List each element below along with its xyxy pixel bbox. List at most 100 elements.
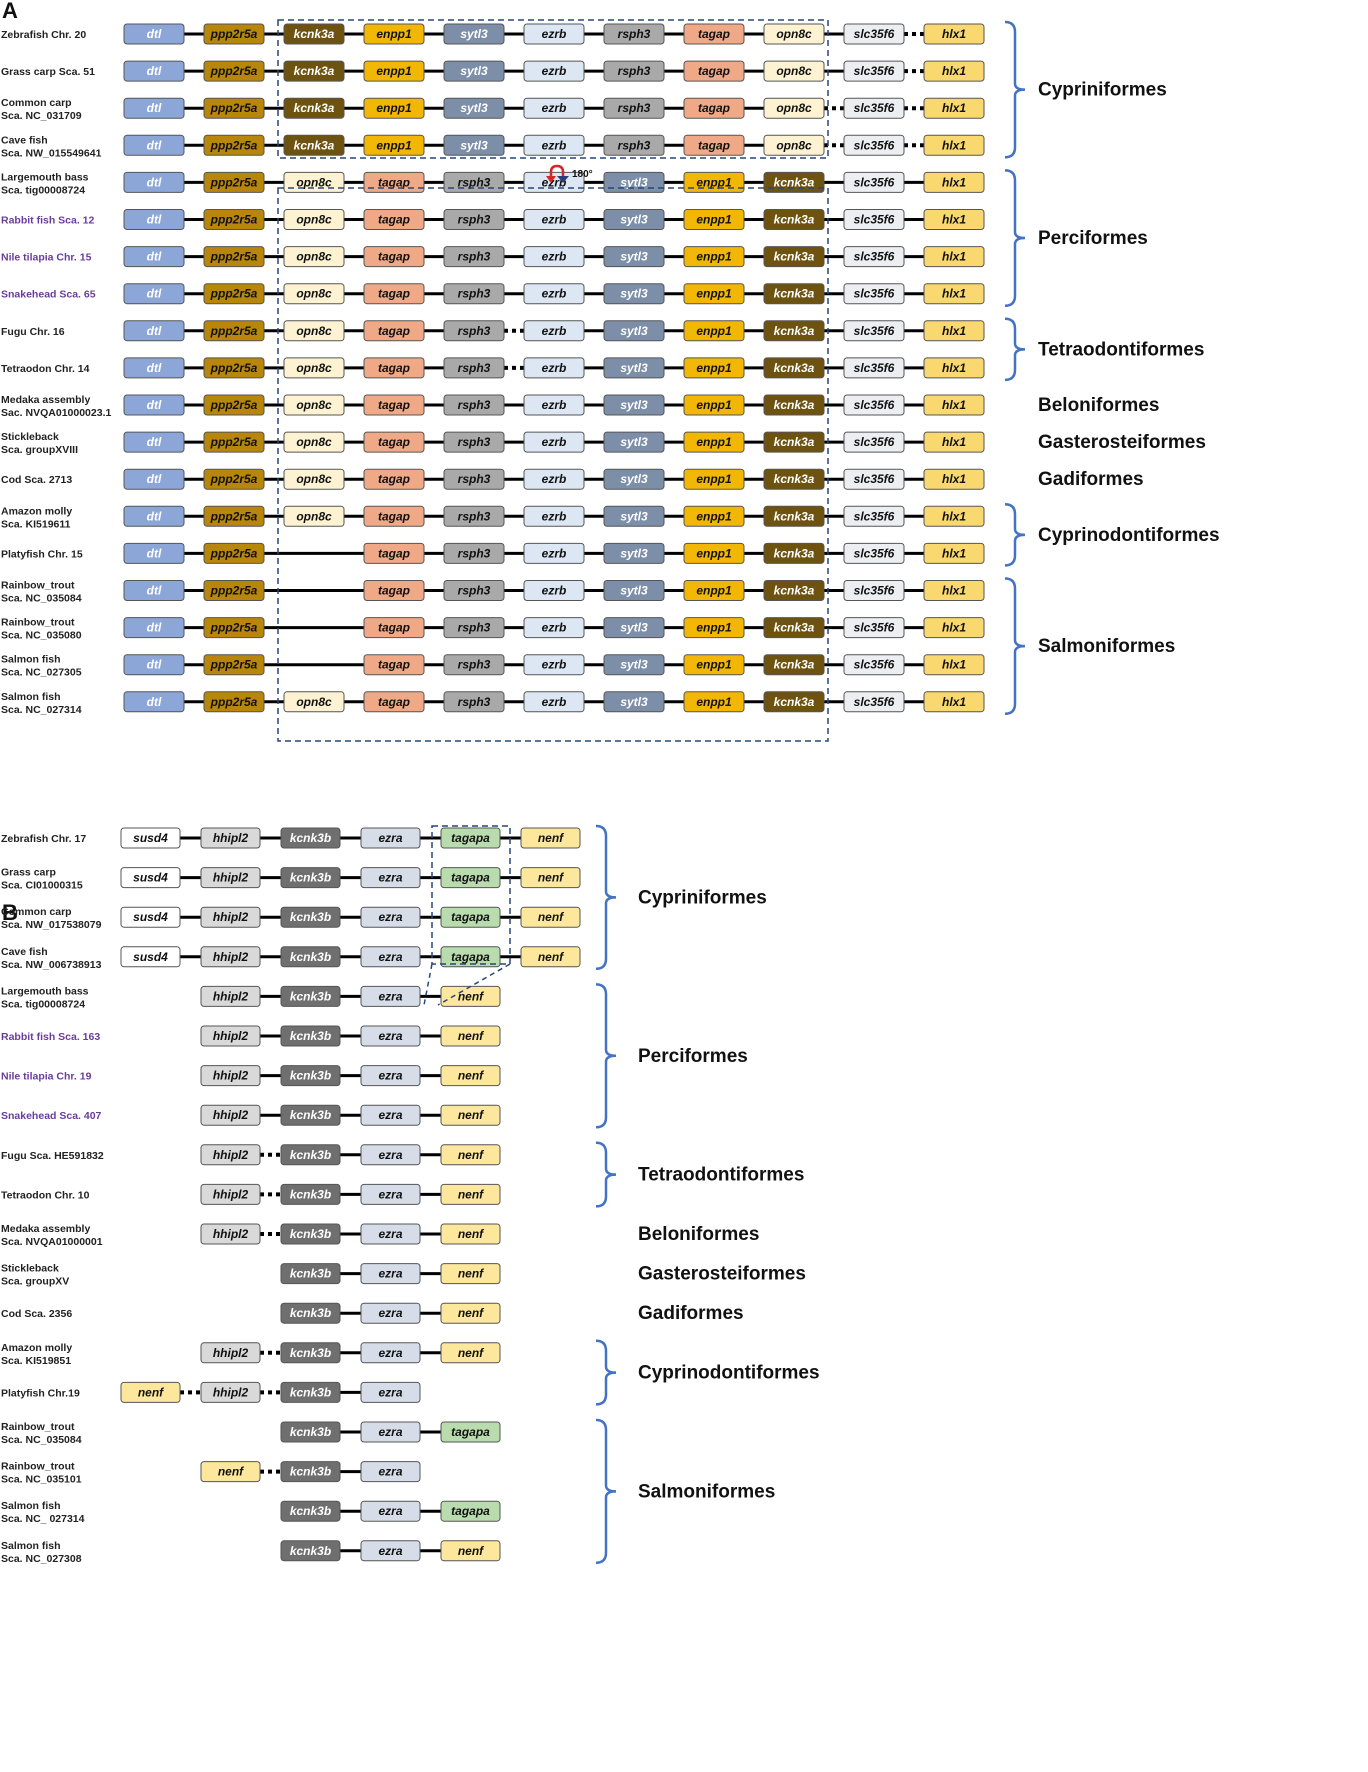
gene-label: rsph3 — [458, 175, 491, 189]
gene-label: sytl3 — [460, 138, 488, 152]
species-label: Grass carp Sca. 51 — [1, 66, 95, 78]
gene-label: hlx1 — [942, 584, 966, 598]
gene-box-hlx1: hlx1 — [923, 542, 985, 564]
gene-box-sytl3: sytl3 — [443, 60, 505, 82]
gene-box-tagapa: tagapa — [440, 946, 501, 968]
gene-label: kcnk3b — [290, 1385, 331, 1399]
gene-box-hlx1: hlx1 — [923, 654, 985, 676]
gene-box-kcnk3a: kcnk3a — [283, 134, 345, 156]
species-label: Nile tilapia Chr. 15 — [1, 252, 92, 264]
gene-box-sytl3: sytl3 — [443, 23, 505, 45]
gene-label: ppp2r5a — [210, 101, 258, 115]
gene-label: hlx1 — [942, 398, 966, 412]
gene-box-kcnk3a: kcnk3a — [763, 171, 825, 193]
species-label: Grass carp — [1, 867, 56, 879]
gene-label: kcnk3a — [294, 101, 335, 115]
gene-label: hlx1 — [942, 361, 966, 375]
gene-label: dtl — [147, 324, 162, 338]
gene-box-slc35f6: slc35f6 — [843, 134, 905, 156]
gene-label: ezra — [378, 1306, 402, 1320]
gene-label: dtl — [147, 695, 162, 709]
gene-label: ezrb — [542, 101, 567, 115]
inverted-block-box-bottom — [277, 187, 829, 742]
gene-label: sytl3 — [460, 27, 488, 41]
gene-label: kcnk3b — [290, 1148, 331, 1162]
gene-label: kcnk3b — [290, 831, 331, 845]
gene-label: nenf — [538, 950, 564, 964]
species-label: Common carp — [1, 97, 72, 109]
gene-label: enpp1 — [696, 398, 732, 412]
gene-box-nenf: nenf — [440, 1183, 501, 1205]
gene-label: hhipl2 — [213, 1227, 249, 1241]
gene-box-ppp2r5a: ppp2r5a — [203, 283, 265, 305]
gene-label: sytl3 — [620, 509, 648, 523]
gene-box-kcnk3a: kcnk3a — [283, 60, 345, 82]
gene-label: kcnk3b — [290, 950, 331, 964]
gene-label: ezrb — [542, 435, 567, 449]
gene-box-tagap: tagap — [363, 394, 425, 416]
species-label: Sca. tig00008724 — [1, 998, 85, 1010]
gene-label: kcnk3b — [290, 910, 331, 924]
gene-label: dtl — [147, 27, 162, 41]
gene-box-nenf: nenf — [440, 1065, 501, 1087]
gene-box-kcnk3a: kcnk3a — [763, 542, 825, 564]
gene-label: tagap — [378, 435, 410, 449]
species-label: Stickleback — [1, 431, 59, 443]
gene-label: sytl3 — [620, 175, 648, 189]
gene-label: dtl — [147, 398, 162, 412]
species-label: Platyfish Chr. 15 — [1, 548, 83, 560]
gene-box-tagapa: tagapa — [440, 906, 501, 928]
gene-box-sytl3: sytl3 — [603, 505, 665, 527]
species-label: Nile tilapia Chr. 19 — [1, 1071, 92, 1083]
gene-box-nenf: nenf — [440, 1342, 501, 1364]
gene-box-dtl: dtl — [123, 542, 185, 564]
gene-label: kcnk3b — [290, 1108, 331, 1122]
gene-label: tagapa — [451, 1504, 490, 1518]
species-label: Sca. NW_017538079 — [1, 919, 102, 931]
order-label: Salmoniformes — [638, 1481, 775, 1502]
gene-label: ezrb — [542, 138, 567, 152]
species-label: Fugu Sca. HE591832 — [1, 1150, 104, 1162]
gene-label: kcnk3a — [294, 27, 335, 41]
species-label: Sca. NC_ 027314 — [1, 1513, 85, 1525]
gene-label: kcnk3b — [290, 1227, 331, 1241]
gene-box-slc35f6: slc35f6 — [843, 283, 905, 305]
gene-label: enpp1 — [696, 175, 732, 189]
gene-box-ezra: ezra — [360, 1223, 421, 1245]
gene-label: ppp2r5a — [210, 213, 258, 227]
gene-box-slc35f6: slc35f6 — [843, 171, 905, 193]
gene-label: opn8c — [296, 324, 332, 338]
gene-label: nenf — [458, 1148, 484, 1162]
gene-label: slc35f6 — [854, 213, 895, 227]
species-label: Rainbow_trout — [1, 1461, 75, 1473]
tagapa-loss-connector-right — [437, 963, 511, 1006]
gene-box-rsph3: rsph3 — [443, 542, 505, 564]
species-label: Amazon molly — [1, 1342, 72, 1354]
gene-box-rsph3: rsph3 — [603, 97, 665, 119]
gene-box-ppp2r5a: ppp2r5a — [203, 246, 265, 268]
gene-label: tagapa — [451, 950, 490, 964]
gene-box-tagapa: tagapa — [440, 867, 501, 889]
gene-label: hhipl2 — [213, 1069, 249, 1083]
gene-box-enpp1: enpp1 — [683, 246, 745, 268]
gene-label: susd4 — [133, 871, 168, 885]
gene-box-opn8c: opn8c — [283, 171, 345, 193]
gene-label: sytl3 — [460, 101, 488, 115]
gene-box-sytl3: sytl3 — [443, 97, 505, 119]
gene-box-enpp1: enpp1 — [683, 580, 745, 601]
gene-label: ezrb — [542, 64, 567, 78]
gene-label: nenf — [458, 1108, 484, 1122]
gene-box-susd4: susd4 — [120, 827, 181, 849]
gene-label: nenf — [218, 1465, 244, 1479]
gene-label: tagap — [698, 101, 730, 115]
gene-label: opn8c — [296, 250, 332, 264]
species-label: Snakehead Sca. 407 — [1, 1110, 102, 1122]
gene-label: kcnk3a — [774, 361, 815, 375]
